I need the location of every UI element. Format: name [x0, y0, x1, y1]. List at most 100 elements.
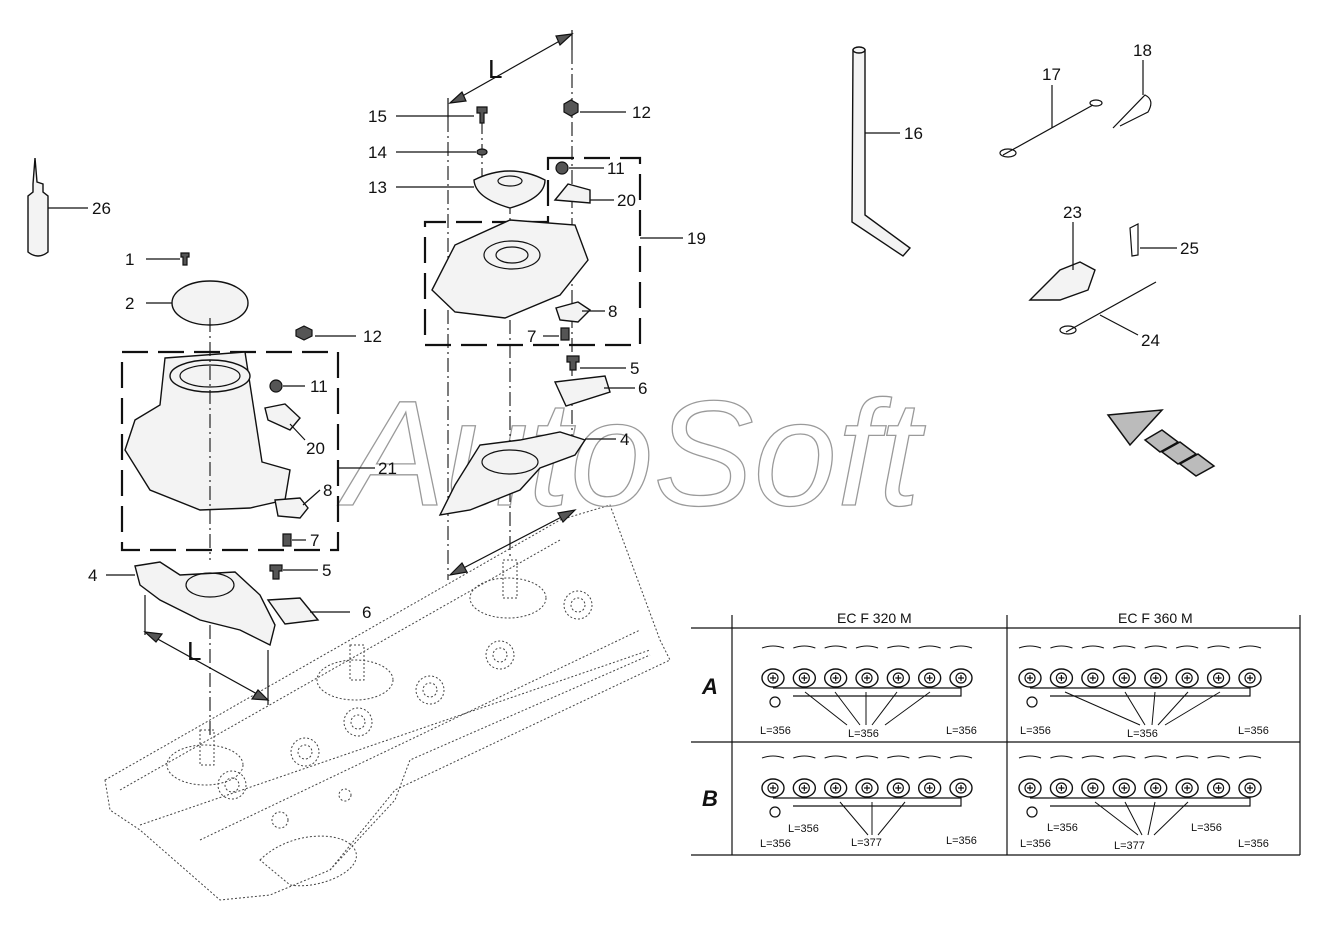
a-360-cross-7: [1247, 675, 1253, 681]
callout-4-left: 4: [88, 566, 97, 585]
b-360-right-length: L=356: [1238, 838, 1269, 850]
column-header-ec-f-360-m: EC F 360 M: [1118, 610, 1193, 626]
a-320-pivot: [769, 696, 781, 708]
configuration-table: [691, 615, 1301, 856]
a-360-pivot: [1026, 696, 1038, 708]
b-360-cross-0: [1027, 785, 1033, 791]
b-360-cross-7: [1247, 785, 1253, 791]
b-360-swath-4: [1144, 755, 1167, 759]
callout-18: 18: [1133, 41, 1152, 60]
b-320-cross-3: [864, 785, 870, 791]
a-360-cross-5: [1184, 675, 1191, 681]
callout-25: 25: [1180, 239, 1199, 258]
b-320-swath-1: [793, 755, 816, 759]
a-320-swath-5: [918, 645, 941, 649]
bracket-icon: [1028, 222, 1096, 301]
a-360-cross-0: [1027, 675, 1033, 681]
callout-23: 23: [1063, 203, 1082, 222]
a-320-cross-3: [864, 675, 870, 681]
b-320-swath-6: [949, 755, 973, 759]
hub-right: [469, 559, 547, 619]
row-label-a: A: [701, 674, 718, 699]
b-360-swath-5: [1175, 755, 1199, 759]
a-360-left-length: L=356: [1020, 725, 1051, 737]
a-360-swath-0: [1018, 645, 1042, 649]
a-360-cross-3: [1121, 675, 1128, 681]
b-320-left-length: L=356: [760, 838, 791, 850]
b-320-bar: [773, 797, 962, 807]
a-320-swath-4: [887, 645, 910, 649]
a-320-swath-0: [761, 645, 785, 649]
callout-6-left: 6: [362, 603, 371, 622]
wrench-icon: [851, 46, 912, 257]
b-320-swath-2: [824, 755, 847, 759]
b-360-swath-7: [1238, 755, 1262, 759]
column-header-ec-f-320-m: EC F 320 M: [837, 610, 912, 626]
a-360-cross-2: [1089, 675, 1096, 681]
b-360-cross-2: [1089, 785, 1096, 791]
dimension-l-top: L: [488, 54, 502, 84]
left-hood-group: [106, 252, 375, 735]
disc-seats: [217, 590, 593, 829]
a-360-cross-6: [1215, 675, 1222, 681]
a-360-center-length: L=356: [1127, 728, 1158, 740]
a-360-swath-2: [1081, 645, 1105, 649]
b-320-swath-3: [855, 755, 879, 759]
b-320-pivot: [769, 806, 781, 818]
a-360-cross-1: [1058, 675, 1065, 681]
row-label-b: B: [702, 786, 718, 811]
b-360-swath-2: [1081, 755, 1105, 759]
callout-2: 2: [125, 294, 134, 313]
b-320-leaders: [839, 801, 906, 836]
dimension-l-left: L: [187, 636, 201, 666]
callout-8-center: 8: [608, 302, 617, 321]
b-320-swath-4: [887, 755, 910, 759]
callout-11-center: 11: [607, 159, 625, 178]
b-360-cross-6: [1215, 785, 1222, 791]
callout-5-left: 5: [322, 561, 331, 580]
b-360-cross-1: [1058, 785, 1065, 791]
a-360-swath-6: [1207, 645, 1230, 649]
callout-24: 24: [1141, 331, 1160, 350]
b-320-cross-4: [895, 785, 902, 791]
callout-15: 15: [368, 107, 387, 126]
a-320-right-length: L=356: [946, 725, 977, 737]
callout-8-left: 8: [323, 481, 332, 500]
a-360-right-length: L=356: [1238, 725, 1269, 737]
b-320-cross-6: [958, 785, 964, 791]
a-320-swath-6: [949, 645, 973, 649]
hub-middle: [316, 644, 394, 701]
a-320-cross-6: [958, 675, 964, 681]
b-360-cross-3: [1121, 785, 1128, 791]
callout-6-center: 6: [638, 379, 647, 398]
disc-layouts: [761, 645, 1262, 836]
a-320-bar: [773, 687, 962, 697]
callout-17: 17: [1042, 65, 1061, 84]
lynch-pin-icon: [1112, 60, 1152, 129]
a-360-swath-7: [1238, 645, 1262, 649]
callout-20-left: 20: [306, 439, 325, 458]
callout-4-center: 4: [620, 430, 629, 449]
a-360-leaders: [1064, 691, 1221, 726]
callout-1: 1: [125, 250, 134, 269]
callout-26: 26: [92, 199, 111, 218]
a-360-cross-4: [1152, 675, 1159, 681]
callout-21: 21: [378, 459, 397, 478]
a-320-cross-2: [832, 675, 839, 681]
callout-16: 16: [904, 124, 923, 143]
a-320-swath-2: [824, 645, 847, 649]
b-360-swath-3: [1113, 755, 1136, 759]
callout-19: 19: [687, 229, 706, 248]
hub-left: [166, 729, 244, 786]
a-320-cross-5: [926, 675, 933, 681]
b-320-center-length: L=377: [851, 837, 882, 849]
b-320-swath-0: [761, 755, 785, 759]
a-360-swath-4: [1144, 645, 1167, 649]
wire-pin-2-icon: [1059, 281, 1157, 336]
b-360-left-length: L=356: [1020, 838, 1051, 850]
split-pin-icon: [1129, 223, 1177, 257]
a-360-swath-3: [1113, 645, 1136, 649]
b-320-inner-length: L=356: [788, 823, 819, 835]
callout-20-center: 20: [617, 191, 636, 210]
